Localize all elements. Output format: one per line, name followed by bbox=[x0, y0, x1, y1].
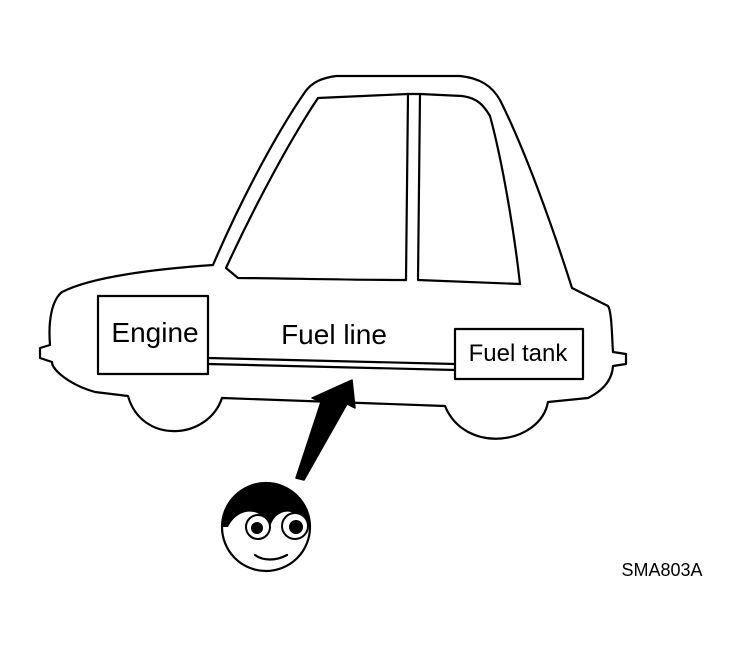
rear-window bbox=[416, 92, 522, 286]
fuel-tank-label: Fuel tank bbox=[469, 340, 569, 367]
face-icon bbox=[220, 481, 312, 573]
figure-code: SMA803A bbox=[621, 560, 702, 580]
fuel-line-pipe-top bbox=[206, 356, 457, 366]
fuel-line-label: Fuel line bbox=[281, 319, 387, 350]
engine-label: Engine bbox=[111, 317, 198, 348]
arrow-icon bbox=[295, 379, 356, 481]
fuel-tank-box bbox=[453, 327, 585, 381]
car-body-outline bbox=[38, 74, 628, 440]
fuel-line-pipe-bottom bbox=[206, 362, 457, 372]
engine-box bbox=[96, 294, 210, 376]
front-window bbox=[224, 92, 410, 282]
